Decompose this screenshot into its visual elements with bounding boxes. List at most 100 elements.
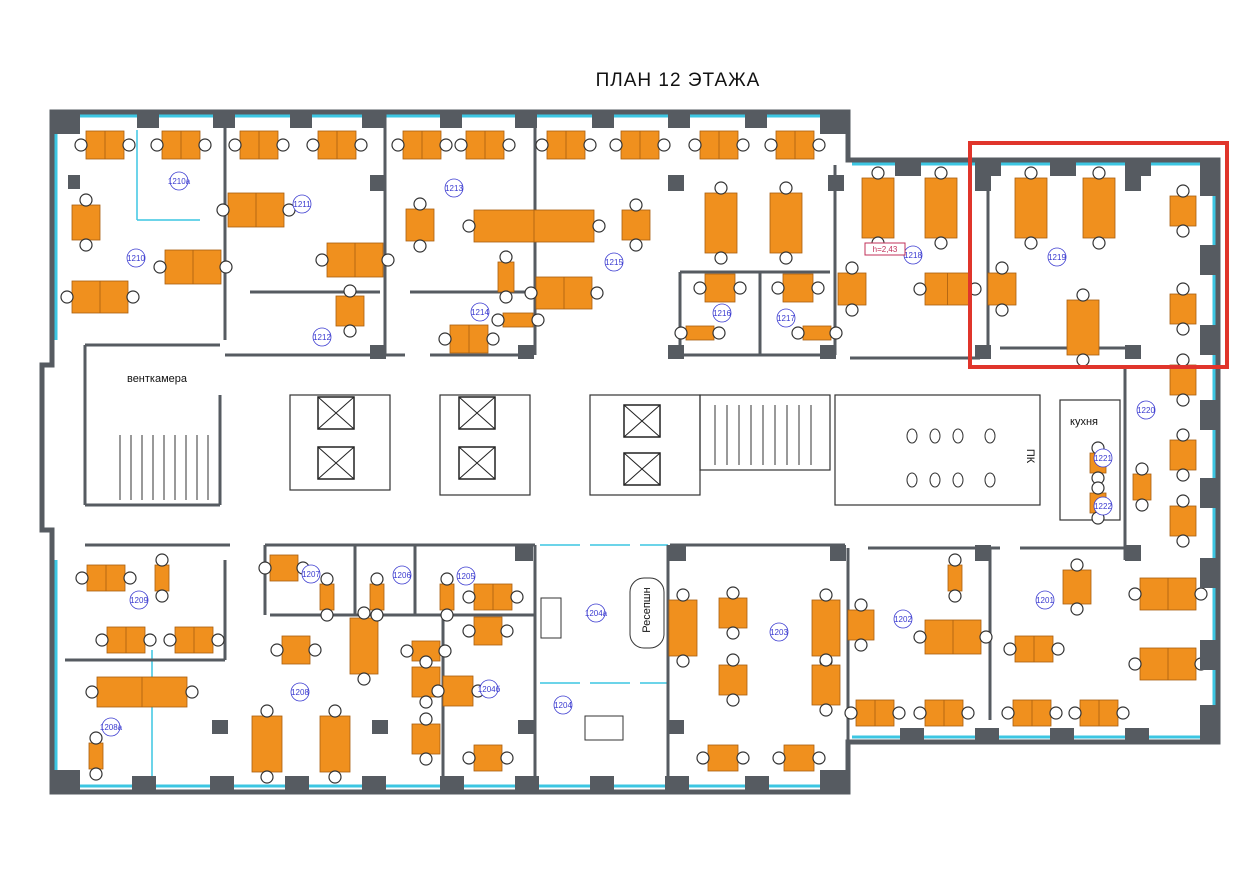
chair-icon <box>733 281 747 295</box>
chair-icon <box>440 572 454 586</box>
desk <box>947 564 963 592</box>
desk <box>473 616 503 646</box>
room-number-1213: 1213 <box>445 184 463 193</box>
chair-icon <box>85 685 99 699</box>
chair-icon <box>143 633 157 647</box>
chair-icon <box>871 166 885 180</box>
desk <box>718 664 748 696</box>
toilet-icon <box>906 428 918 444</box>
chair-icon <box>163 633 177 647</box>
chair-icon <box>438 332 452 346</box>
pillar <box>1125 728 1149 742</box>
desk <box>987 272 1017 306</box>
chair-icon <box>1049 706 1063 720</box>
desk <box>269 554 299 582</box>
desk <box>704 273 736 303</box>
chair-icon <box>696 751 710 765</box>
pillar <box>1125 545 1141 561</box>
chair-icon <box>419 695 433 709</box>
room-number-1203: 1203 <box>770 628 788 637</box>
chair-icon <box>370 608 384 622</box>
elevator-cross-icon <box>623 404 661 438</box>
chair-icon <box>892 706 906 720</box>
chair-icon <box>772 751 786 765</box>
chair-icon <box>270 643 284 657</box>
chair-icon <box>126 290 140 304</box>
pillar <box>1125 345 1141 359</box>
room-number-1207: 1207 <box>302 570 320 579</box>
chair-icon <box>531 313 545 327</box>
pillar <box>590 776 614 792</box>
kitchen-room <box>1059 399 1121 521</box>
pillar <box>515 776 539 792</box>
chair-icon <box>413 197 427 211</box>
pillar <box>212 720 228 734</box>
room-number-1210: 1210 <box>127 254 145 263</box>
room-badge-1204 <box>553 695 573 715</box>
room-badge-1222 <box>1093 496 1113 516</box>
room-number-1204а: 1204а <box>585 609 608 618</box>
chair-icon <box>219 260 233 274</box>
chair-icon <box>438 644 452 658</box>
pillar <box>213 112 235 128</box>
desk <box>251 715 283 773</box>
room-badge-1208 <box>290 682 310 702</box>
room-number-1201: 1201 <box>1036 596 1054 605</box>
chair-icon <box>811 281 825 295</box>
chair-icon <box>419 655 433 669</box>
chair-icon <box>714 181 728 195</box>
chair-icon <box>845 261 859 275</box>
pillar <box>1200 325 1218 355</box>
pillar <box>1125 160 1151 176</box>
pillar <box>668 345 684 359</box>
chair-icon <box>320 608 334 622</box>
chair-icon <box>1135 462 1149 476</box>
chair-icon <box>934 166 948 180</box>
room-badge-1203 <box>769 622 789 642</box>
chair-icon <box>629 198 643 212</box>
chair-icon <box>440 608 454 622</box>
desk <box>847 609 875 641</box>
chair-icon <box>1092 236 1106 250</box>
pillar <box>975 545 991 561</box>
chair-icon <box>764 138 778 152</box>
chair-icon <box>499 290 513 304</box>
chair-icon <box>1194 587 1208 601</box>
pillar <box>440 776 464 792</box>
chair-icon <box>771 281 785 295</box>
pillar <box>900 728 924 742</box>
ventkamera-label: венткамера <box>127 373 188 385</box>
desk <box>1169 439 1197 471</box>
chair-icon <box>779 251 793 265</box>
pillar <box>518 345 534 359</box>
chair-icon <box>260 770 274 784</box>
chair-icon <box>1092 166 1106 180</box>
chair-icon <box>812 751 826 765</box>
desk <box>319 715 351 773</box>
chair-icon <box>819 588 833 602</box>
chair-icon <box>500 624 514 638</box>
chair-icon <box>276 138 290 152</box>
desk <box>497 261 515 293</box>
toilet-icon <box>929 428 941 444</box>
desk <box>811 664 841 706</box>
pillar <box>592 112 614 128</box>
desk <box>71 204 101 241</box>
chair-icon <box>381 253 395 267</box>
chair-icon <box>726 693 740 707</box>
desk <box>707 744 739 772</box>
chair-icon <box>74 138 88 152</box>
room-number-1220: 1220 <box>1137 406 1155 415</box>
desk <box>1062 569 1092 605</box>
chair-icon <box>95 633 109 647</box>
pillar <box>1050 160 1076 176</box>
desk <box>1169 293 1197 325</box>
desks <box>60 130 1208 784</box>
chair-icon <box>431 684 445 698</box>
desk <box>782 273 814 303</box>
desk <box>1132 473 1152 501</box>
chair-icon <box>306 138 320 152</box>
chair-icon <box>357 606 371 620</box>
chair-icon <box>89 731 103 745</box>
